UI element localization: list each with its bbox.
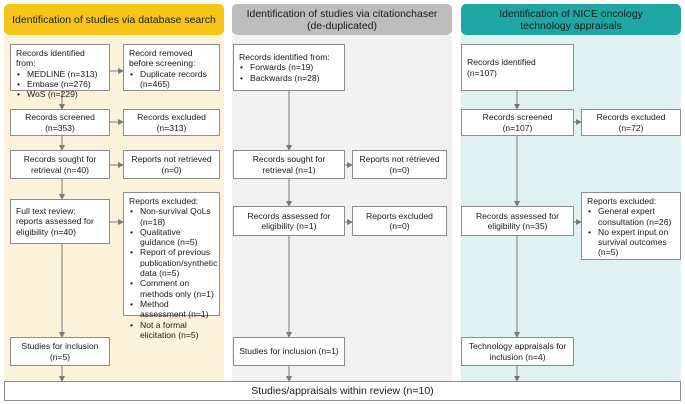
col1-source-medline: MEDLINE (n=313) <box>17 69 104 80</box>
col2-records-assessed-box: Records assessed for eligibility (n=1) <box>233 206 345 236</box>
col3-records-excluded-box: Records excluded (n=72) <box>581 109 681 136</box>
col1-excluded-reason: Non-survival QoLs (n=18) <box>130 206 214 227</box>
col2-records-identified-box: Records identified from: Forwards (n=19)… <box>233 44 345 91</box>
col1-records-identified-title: Records identified from: <box>16 48 85 69</box>
col2-header: Identification of studies via citationch… <box>232 4 452 35</box>
col1-records-excluded-text: Records excluded (n=313) <box>137 112 206 133</box>
col2-records-sought-text: Records sought for retrieval (n=1) <box>252 154 326 175</box>
col1-records-screened-box: Records screened (n=353) <box>10 109 110 136</box>
col1-excluded-reason: Not a formal elicitation (n=5) <box>130 320 214 341</box>
col1-removed-duplicates: Duplicate records (n=465) <box>130 69 214 90</box>
col3-records-identified-box: Records identified (n=107) <box>461 44 574 91</box>
col2-reports-excluded-text: Reports excluded (n=0) <box>366 210 433 231</box>
col2-reports-not-retrieved-text: Reports not retrieved (n=0) <box>359 154 440 175</box>
col1-studies-included-box: Studies for inclusion (n=5) <box>10 337 110 366</box>
col1-excluded-reason: Qualitative guidance (n=5) <box>130 227 214 248</box>
col3-records-excluded-text: Records excluded (n=72) <box>596 112 666 133</box>
col1-studies-included-text: Studies for inclusion (n=5) <box>21 341 99 362</box>
col3-header-line1: Identification of NICE oncology <box>499 7 643 20</box>
col1-reports-excluded-title: Reports excluded: <box>129 196 199 206</box>
col3-reports-excluded-title: Reports excluded: <box>587 196 657 206</box>
col2-source-forwards: Forwards (n=19) <box>240 62 339 73</box>
col2-records-sought-box: Records sought for retrieval (n=1) <box>233 150 345 179</box>
col3-reports-excluded-box: Reports excluded: General expert consult… <box>581 192 681 260</box>
col3-header-line2: technology appraisals <box>520 19 622 32</box>
col2-studies-included-text: Studies for inclusion (n=1) <box>239 346 339 357</box>
col1-reports-not-retrieved-text: Reports not retrieved (n=0) <box>131 154 212 175</box>
col1-header-text: Identification of studies via database s… <box>12 13 216 26</box>
col2-records-assessed-text: Records assessed for eligibility (n=1) <box>247 210 331 231</box>
col3-excluded-reason: General expert consultation (n=26) <box>588 206 675 227</box>
col3-records-assessed-text: Records assessed for eligibility (n=35) <box>475 210 560 231</box>
col1-removed-line2: before screening: <box>129 58 196 69</box>
col2-header-line2: (de-duplicated) <box>306 19 378 32</box>
col1-records-removed-box: Record removed before screening: Duplica… <box>123 44 220 91</box>
col2-header-line1: Identification of studies via citationch… <box>246 7 438 20</box>
col1-removed-line1: Record removed <box>129 48 193 58</box>
col3-records-assessed-box: Records assessed for eligibility (n=35) <box>461 206 574 236</box>
col3-excluded-reason: No expert input on survival outcomes (n=… <box>588 227 675 258</box>
col1-records-screened-text: Records screened (n=353) <box>25 112 95 133</box>
col1-reports-not-retrieved-box: Reports not retrieved (n=0) <box>123 150 220 179</box>
col2-source-backwards: Backwards (n=28) <box>240 73 339 84</box>
col1-excluded-reason: Comment on methods only (n=1) <box>130 278 214 299</box>
col2-studies-included-box: Studies for inclusion (n=1) <box>233 337 345 366</box>
col1-source-embase: Embase (n=276) <box>17 79 104 90</box>
col1-records-excluded-box: Records excluded (n=313) <box>123 109 220 136</box>
col1-excluded-reason: Method assessment (n=1) <box>130 299 214 320</box>
col1-fulltext-review-box: Full text review: reports assessed for e… <box>10 199 110 244</box>
col1-records-sought-text: Records sought for retrieval (n=40) <box>23 154 97 175</box>
col1-reports-excluded-box: Reports excluded: Non-survival QoLs (n=1… <box>123 192 220 340</box>
col1-source-wos: WoS (n=229) <box>17 89 104 100</box>
col1-records-identified-box: Records identified from: MEDLINE (n=313)… <box>10 44 110 100</box>
col1-fulltext-review-text: Full text review: reports assessed for e… <box>16 206 94 237</box>
col3-appraisals-included-box: Technology appraisals for inclusion (n=4… <box>461 337 574 366</box>
col3-header: Identification of NICE oncology technolo… <box>461 4 681 35</box>
col3-records-screened-box: Records screened (n=107) <box>461 109 574 136</box>
col3-records-identified-text: Records identified (n=107) <box>467 57 536 78</box>
col3-records-screened-text: Records screened (n=107) <box>482 112 553 133</box>
col1-records-sought-box: Records sought for retrieval (n=40) <box>10 150 110 179</box>
col1-header: Identification of studies via database s… <box>4 4 224 35</box>
col2-reports-excluded-box: Reports excluded (n=0) <box>352 206 447 236</box>
final-review-text: Studies/appraisals within review (n=10) <box>251 385 434 397</box>
final-review-box: Studies/appraisals within review (n=10) <box>4 381 681 401</box>
col3-appraisals-included-text: Technology appraisals for inclusion (n=4… <box>468 341 567 362</box>
col2-reports-not-retrieved-box: Reports not retrieved (n=0) <box>352 150 447 179</box>
col1-excluded-reason: Report of previous publication/synthetic… <box>130 247 217 278</box>
col2-records-identified-title: Records identified from: <box>239 52 330 63</box>
